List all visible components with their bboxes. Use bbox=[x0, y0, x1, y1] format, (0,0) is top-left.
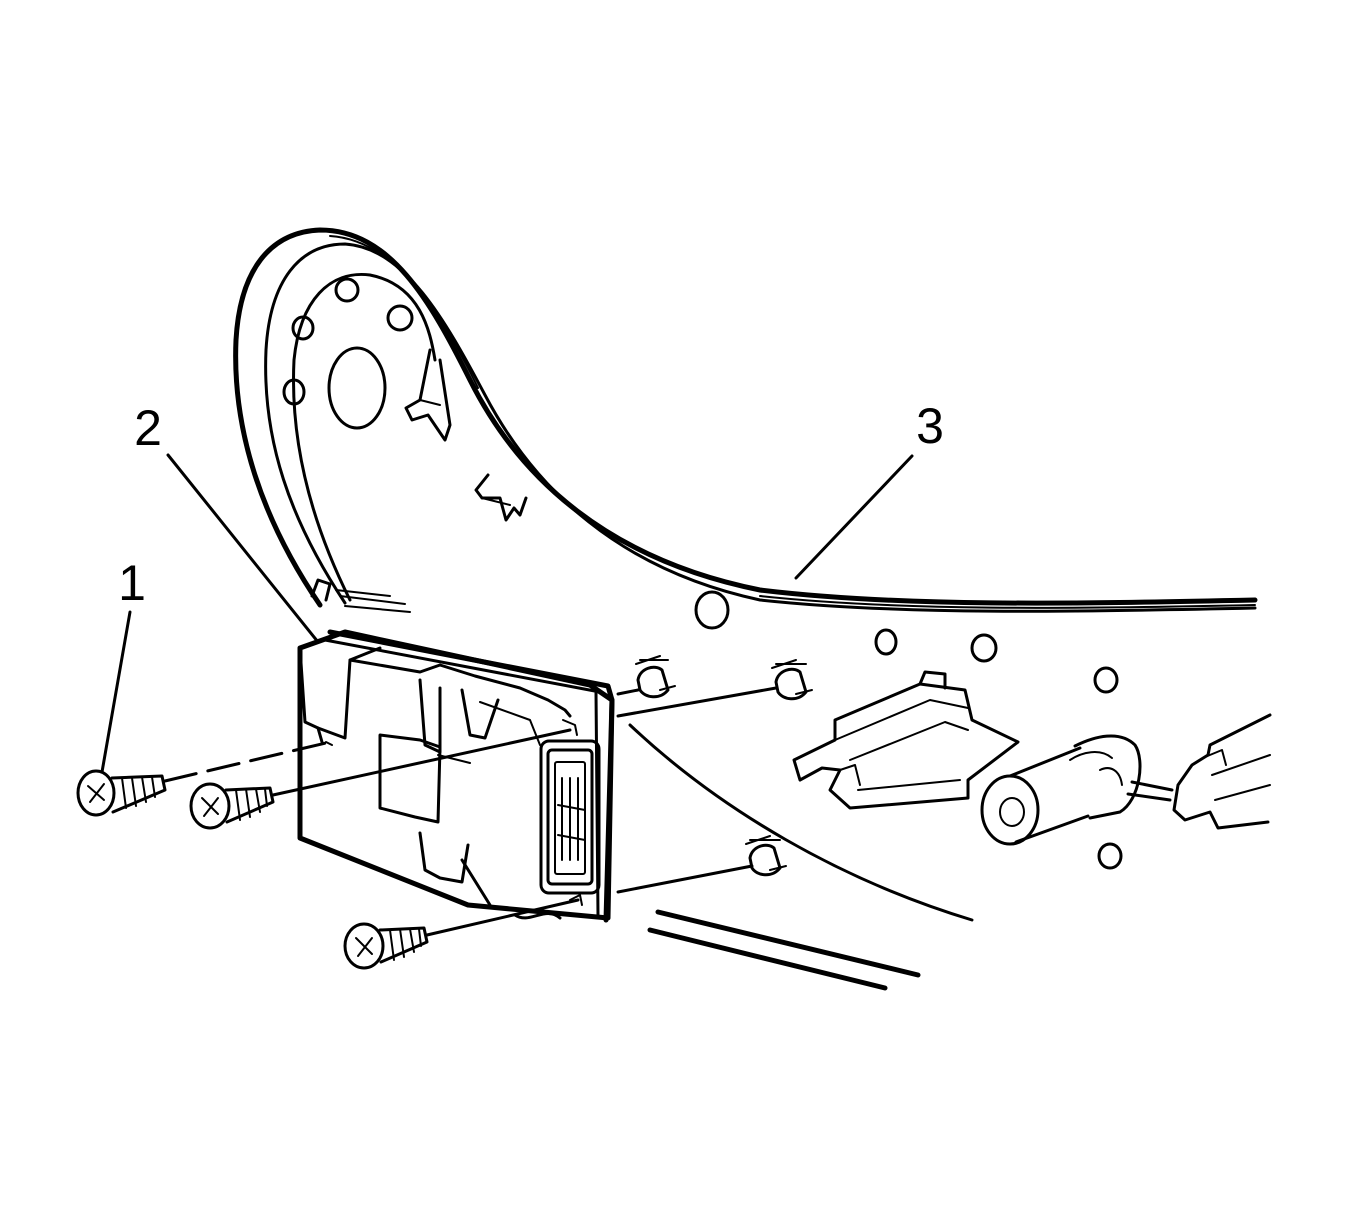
callout-label-1: 1 bbox=[118, 555, 146, 611]
lock-mechanism bbox=[792, 670, 1272, 846]
callout-label-3: 3 bbox=[916, 398, 944, 454]
screw-2 bbox=[189, 728, 572, 830]
door-inner-panel bbox=[628, 590, 1123, 991]
trim-panel bbox=[233, 227, 1258, 613]
screw-1 bbox=[76, 740, 332, 817]
control-module bbox=[297, 629, 615, 923]
callout-1: 1 bbox=[100, 555, 146, 774]
retainer-clips bbox=[616, 655, 813, 894]
callout-label-2: 2 bbox=[134, 400, 162, 456]
screw-3 bbox=[343, 898, 580, 970]
callout-3: 3 bbox=[794, 398, 944, 580]
callout-2: 2 bbox=[134, 400, 320, 644]
